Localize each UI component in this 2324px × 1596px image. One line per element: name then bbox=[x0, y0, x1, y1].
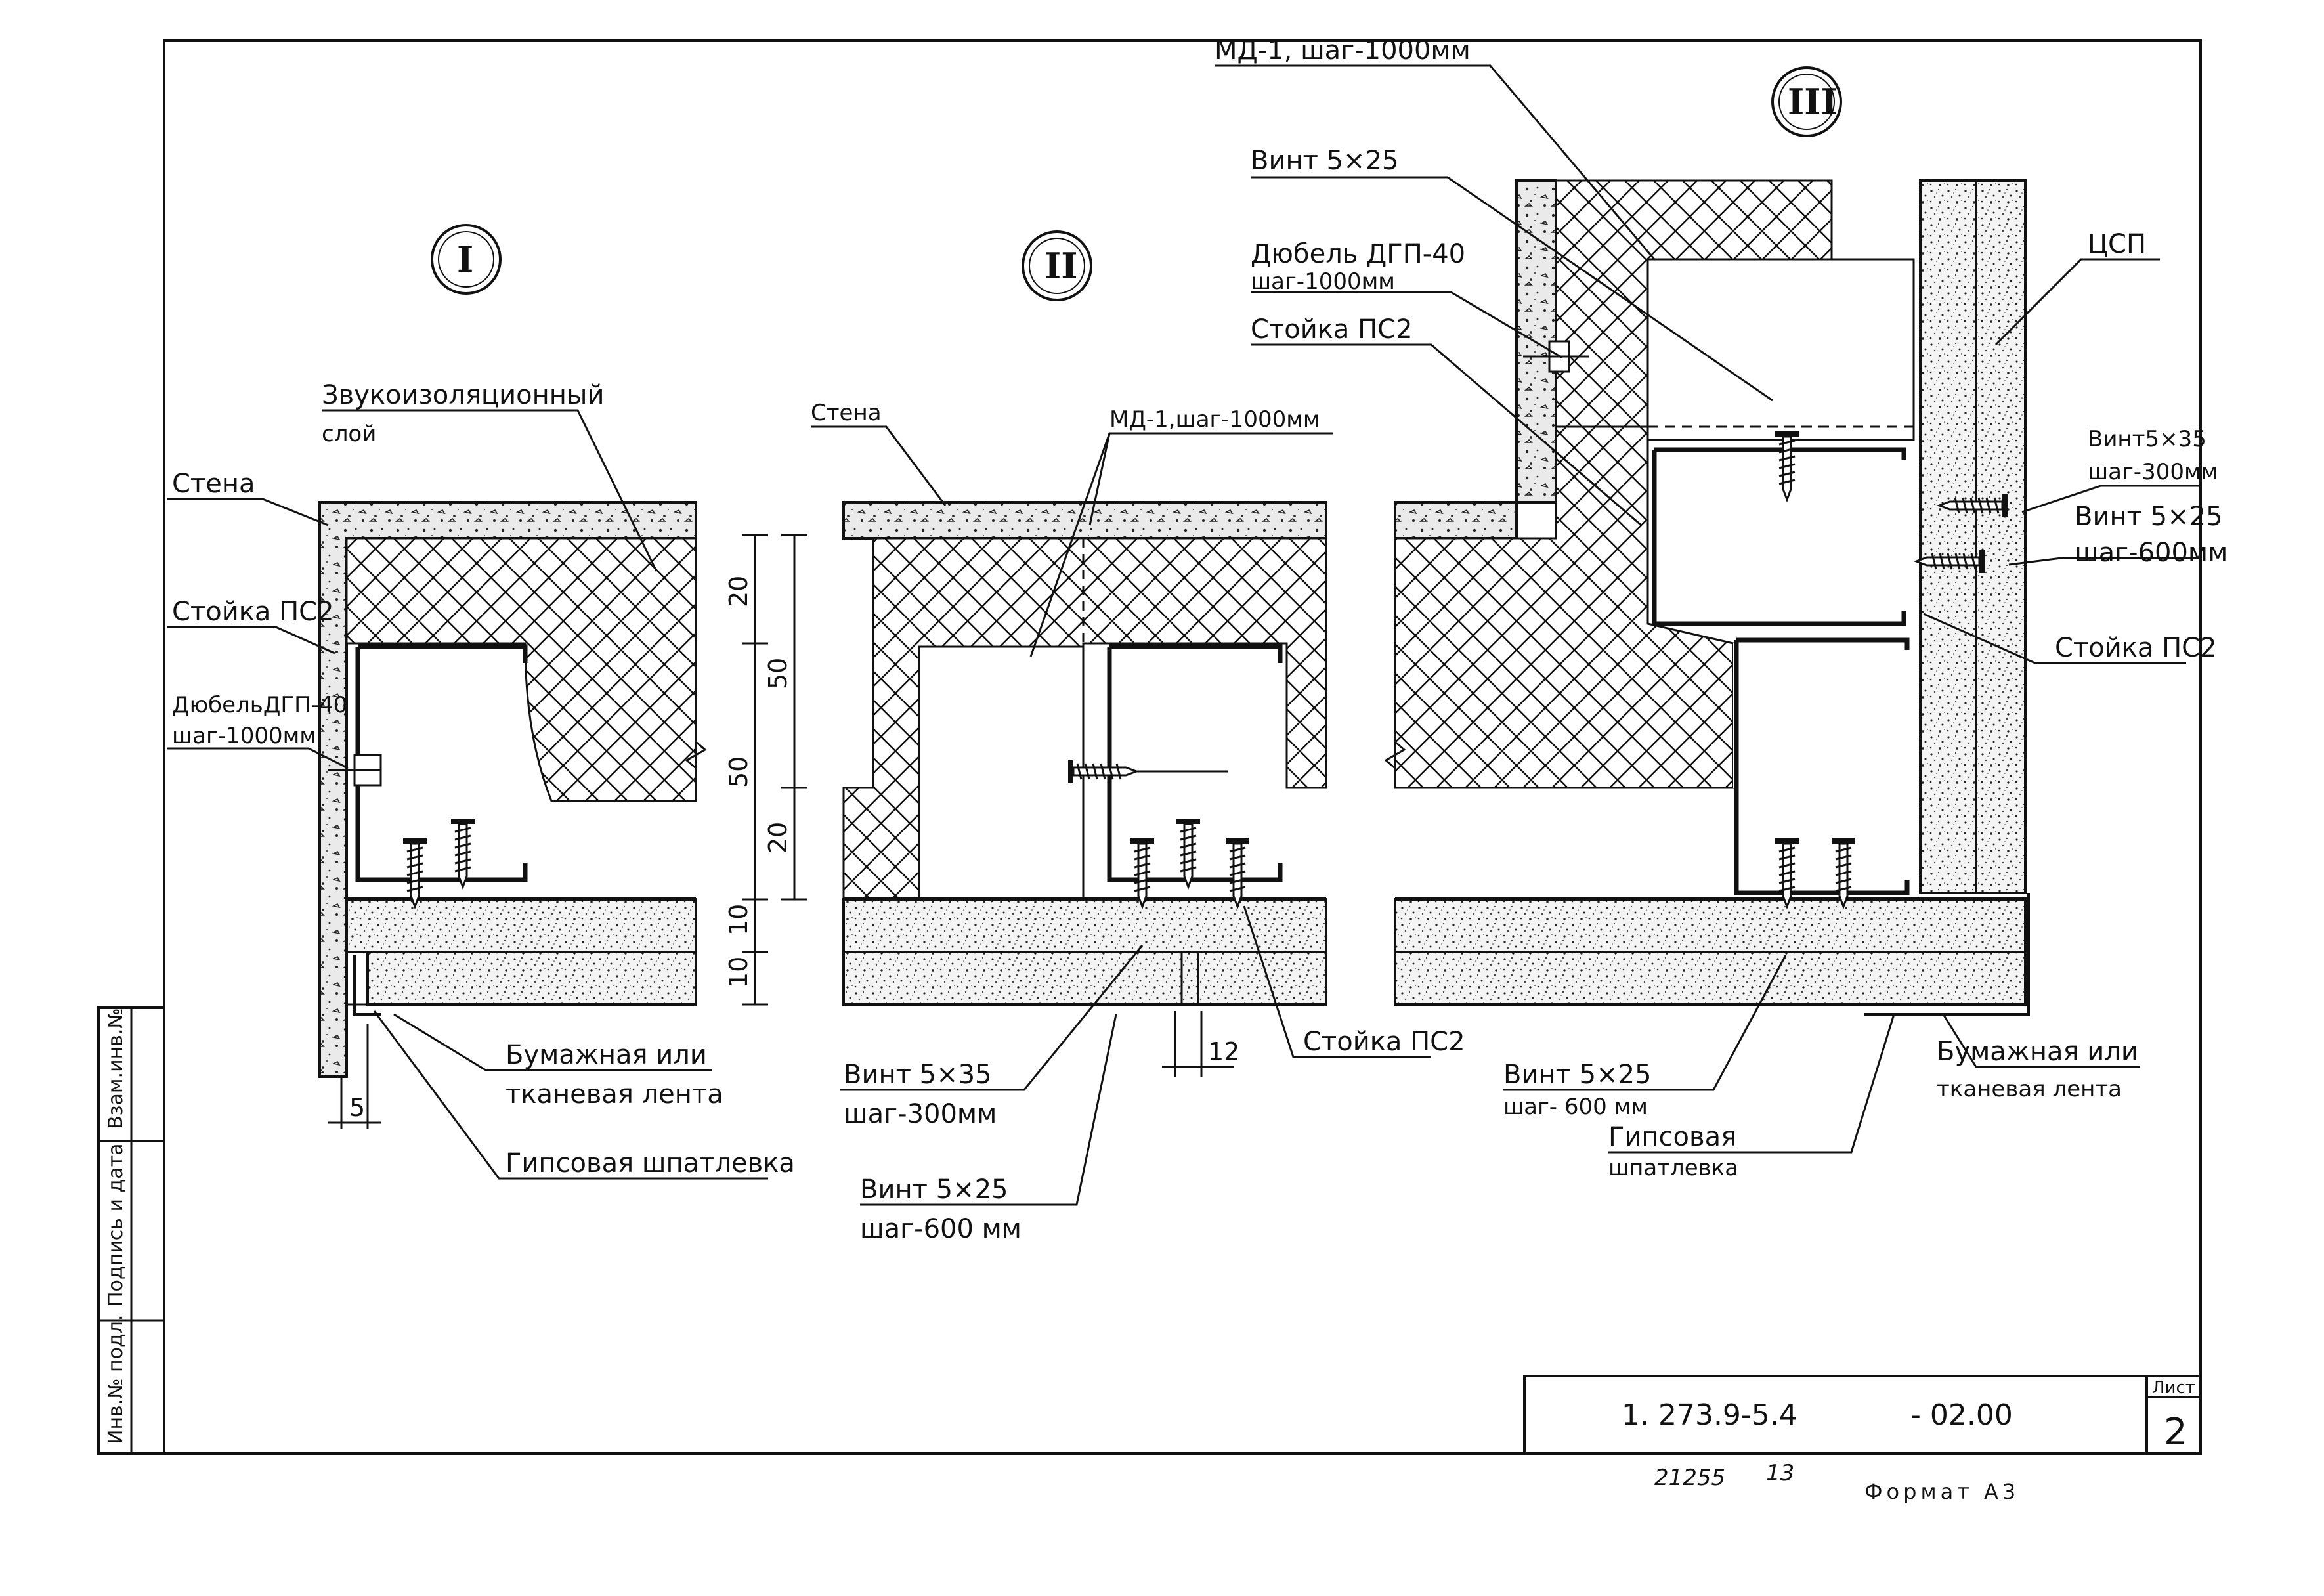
label-screw25r-3: Винт 5×25 bbox=[2075, 502, 2222, 532]
label-post-2: Стойка ПС2 bbox=[1303, 1027, 1465, 1057]
label-post-1: Стойка ПС2 bbox=[172, 597, 334, 627]
section-2-marker bbox=[1022, 230, 1092, 301]
side-stamp-text-3: Инв.№ подл. bbox=[104, 1315, 127, 1444]
sheet-label: Лист bbox=[2152, 1378, 2195, 1398]
section-1: I 20 50 10 10 bbox=[167, 224, 795, 1180]
inv-number: 21255 bbox=[1654, 1465, 1725, 1491]
board-layer-1-2 bbox=[842, 898, 1327, 953]
section-1-numeral: I bbox=[457, 238, 473, 280]
title-code: 1. 273.9-5.4 bbox=[1622, 1398, 1797, 1432]
copy-number: 13 bbox=[1766, 1460, 1794, 1486]
dim-10-b: 10 bbox=[724, 957, 753, 988]
section-3-numeral: III bbox=[1788, 81, 1838, 123]
dim-12: 12 bbox=[1208, 1037, 1239, 1066]
board-layer-1-3 bbox=[1394, 898, 2027, 953]
label-dowel-3-step: шаг-1000мм bbox=[1251, 269, 1395, 295]
label-csp: ЦСП bbox=[2088, 229, 2146, 259]
sheet-number: 2 bbox=[2164, 1411, 2187, 1454]
label-tape-1b: тканевая лента bbox=[506, 1079, 723, 1110]
label-screw25b-3: Винт 5×25 bbox=[1503, 1060, 1651, 1090]
board-layer-2-2 bbox=[842, 951, 1327, 1006]
label-screw35-2-step: шаг-300мм bbox=[844, 1099, 997, 1129]
sound-insulation bbox=[345, 537, 697, 802]
label-sound-layer-2: слой bbox=[322, 421, 376, 447]
stud-upper-3 bbox=[1652, 447, 1906, 626]
label-screw-top-3: Винт 5×25 bbox=[1251, 146, 1398, 176]
label-putty-1: Гипсовая шпатлевка bbox=[506, 1148, 795, 1178]
section-2-numeral: II bbox=[1044, 245, 1078, 287]
label-putty-3b: шпатлевка bbox=[1608, 1155, 1738, 1181]
stud-lower-3 bbox=[1734, 637, 1910, 895]
label-tape-3b: тканевая лента bbox=[1937, 1076, 2122, 1102]
label-post-right-3: Стойка ПС2 bbox=[2055, 633, 2217, 663]
label-screw25r-3-step: шаг-600мм bbox=[2075, 538, 2227, 568]
section-1-marker bbox=[431, 224, 502, 295]
label-md-3: МД-1, шаг-1000мм bbox=[1215, 35, 1471, 66]
board-layer-1 bbox=[345, 898, 697, 953]
format-label: Формат А3 bbox=[1864, 1479, 2019, 1504]
label-screw25-2: Винт 5×25 bbox=[860, 1175, 1008, 1205]
csp-panel-2 bbox=[1975, 179, 2027, 894]
title-suffix: - 02.00 bbox=[1910, 1398, 2013, 1432]
section-3-marker bbox=[1771, 66, 1842, 137]
frame-border bbox=[163, 39, 2202, 1455]
label-post-top-3: Стойка ПС2 bbox=[1251, 314, 1413, 345]
label-dowel-1-step: шаг-1000мм bbox=[172, 723, 316, 749]
dim-20-top: 20 bbox=[724, 576, 753, 607]
sound-insulation-2 bbox=[842, 537, 1327, 901]
label-wall-2: Стена bbox=[811, 400, 882, 426]
side-stamp-text-1: Взам.инв.№ bbox=[104, 1008, 127, 1129]
insulation-lower-3 bbox=[1394, 425, 1734, 789]
label-tape-1: Бумажная или bbox=[506, 1040, 707, 1070]
wall-concrete-2 bbox=[842, 501, 1327, 540]
title-block: 1. 273.9-5.4 - 02.00 Лист 2 21255 13 Фор… bbox=[1523, 1375, 2202, 1504]
cavity-left bbox=[918, 645, 1085, 901]
label-screw35-2: Винт 5×35 bbox=[844, 1060, 991, 1090]
label-putty-3: Гипсовая bbox=[1608, 1122, 1736, 1152]
dim-50-2: 50 bbox=[764, 658, 792, 689]
board-layer-2-3 bbox=[1394, 951, 2027, 1006]
label-screw35-3-step: шаг-300мм bbox=[2088, 459, 2218, 485]
label-sound-layer-1: Звукоизоляционный bbox=[322, 380, 604, 410]
label-dowel-3: Дюбель ДГП-40 bbox=[1251, 239, 1465, 269]
label-wall-1: Стена bbox=[172, 469, 255, 499]
label-screw35-3: Винт5×35 bbox=[2088, 426, 2206, 452]
dim-10-a: 10 bbox=[724, 904, 753, 936]
label-dowel-1: ДюбельДГП-40 bbox=[172, 692, 347, 718]
dim-20-2: 20 bbox=[764, 822, 792, 853]
label-screw25-2-step: шаг-600 мм bbox=[860, 1214, 1022, 1244]
section-2: II 50 20 12 bbox=[764, 230, 1465, 1244]
dim-50: 50 bbox=[724, 756, 753, 788]
csp-panel-1 bbox=[1919, 179, 1977, 894]
dim-5: 5 bbox=[349, 1093, 365, 1122]
board-layer-2 bbox=[366, 951, 697, 1006]
section-3: III bbox=[1215, 35, 2227, 1181]
label-screw25b-3-step: шаг- 600 мм bbox=[1503, 1094, 1648, 1120]
label-md-2: МД-1,шаг-1000мм bbox=[1109, 406, 1320, 433]
stud-profile-ps2-2 bbox=[1107, 644, 1283, 882]
stud-profile-ps2 bbox=[355, 644, 528, 882]
side-stamp-text-2: Подпись и дата bbox=[104, 1144, 127, 1307]
label-tape-3: Бумажная или bbox=[1937, 1037, 2138, 1067]
